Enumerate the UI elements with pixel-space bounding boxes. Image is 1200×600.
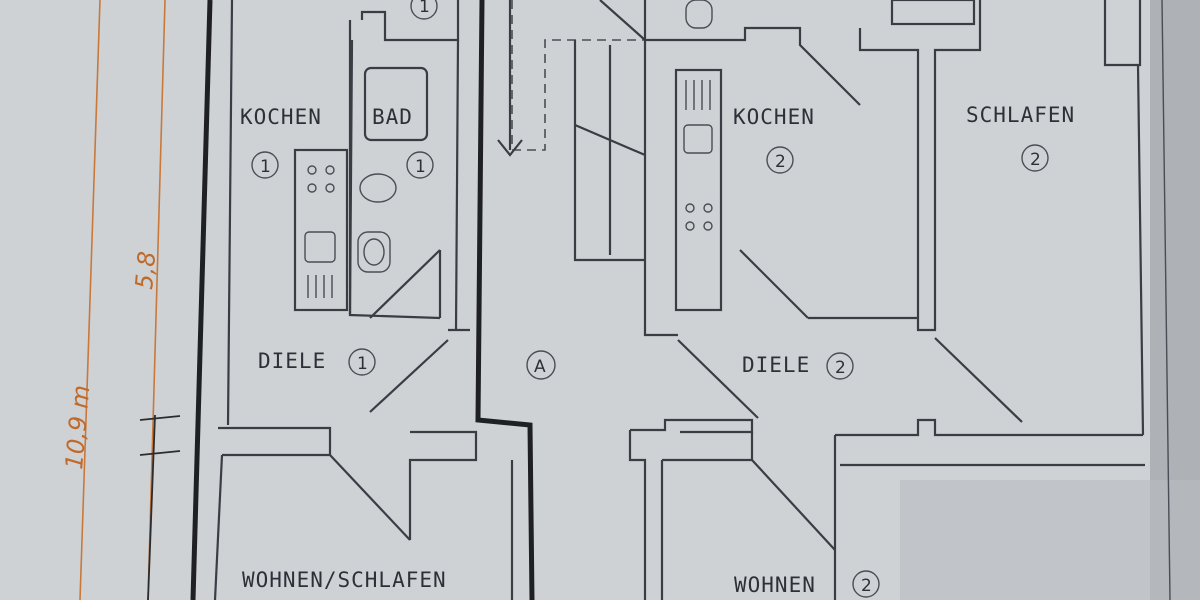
kitchen2-door-leaf [739,249,809,319]
room-number-kochen2: 2 [775,152,786,172]
room-number-circle-kochen2 [766,146,794,174]
wohnen-door-swing [329,454,411,541]
wall-left-inner [226,0,234,426]
bathtub-icon [363,66,429,142]
stair-wall [475,0,535,600]
room-label-wohnen-schlafen: WOHNEN/SCHLAFEN [242,568,447,592]
kitchen1-sink [304,231,336,263]
paper-shadow-bottom [900,480,1200,600]
kitchen1-counter [293,148,349,312]
diele2-door-left [677,339,759,419]
wohnen-left-wall [213,454,224,600]
dimension-line-overall [79,0,101,600]
room-number-circle-diele2 [826,352,854,380]
sink-basin-icon [363,238,385,266]
room-number-wohnen2: 2 [861,576,872,596]
room-label-bad1: BAD [372,105,413,129]
bath-left-wall [348,39,354,316]
dimension-tick-1 [139,415,181,421]
room-label-diele1: DIELE [258,349,326,373]
room-number-circle-kochen1 [251,151,279,179]
kitchen2-burners-icon [685,203,713,231]
schlafen-right-wall [1103,0,1142,67]
room-number-schlafen2: 2 [1030,150,1041,170]
room-number-diele2: 2 [835,358,846,378]
kitchen2-left-wall [643,0,678,337]
dimension-tick-2 [139,450,181,456]
bath-door-leaf [369,249,441,319]
schlafen-outer-wall [1136,64,1145,436]
diele2-door-right [934,337,1023,423]
stair-top-wall [599,0,646,41]
wall-wohnen2-right [835,418,1143,437]
room-number-bad1: 1 [415,157,426,177]
room-number-circle-schlafen2 [1021,144,1049,172]
dimension-line-partial [147,0,166,600]
room-number-circle-bad1 [406,151,434,179]
kitchen2-right-wall [858,0,982,332]
room-number-diele1: 1 [357,354,368,374]
stair-arrowhead [497,139,523,157]
room-label-kochen1: KOCHEN [240,105,322,129]
sink-icon [357,231,391,273]
stair-dashed-outline [511,0,645,151]
wohnen2-door-swing [751,459,836,551]
kitchen1-grill-icon [307,275,333,298]
room-number-circle-diele1 [348,348,376,376]
room-label-schlafen2: SCHLAFEN [966,103,1075,127]
kitchen1-burners-icon [307,165,335,193]
room-label-wohnen2: WOHNEN [734,573,816,597]
top-fixture [890,0,976,26]
diele1-door-leaf [369,339,449,413]
room-number-circle-wohnen2 [852,570,880,598]
outer-wall-left [190,0,213,600]
room-label-kochen2: KOCHEN [733,105,815,129]
room-number-kochen1: 1 [260,157,271,177]
top-marker-number: 1 [419,0,430,17]
wall-wohnen-right [408,430,478,540]
kitchen2-counter [674,68,723,312]
wohnen2-left-wall [628,430,647,600]
stair-flight [573,40,645,262]
top-marker-circle [410,0,438,20]
bath-right-wall [454,39,460,331]
wall-wohnen-left [218,426,332,457]
kitchen2-toilet-icon [685,0,713,29]
kitchen2-top-wall [645,26,861,106]
bath-wall [360,0,460,42]
toilet-icon [359,173,397,203]
kitchen2-grill-icon [685,80,711,110]
stair-label-circle [526,350,556,380]
kitchen2-sink [683,124,713,154]
outer-wall-right [1161,0,1171,600]
wall-wohnen2-top [630,418,754,434]
stair-label: A [534,357,546,377]
dimension-arrow-shaft [147,414,156,600]
room-label-diele2: DIELE [742,353,810,377]
dimension-partial-text: 5,8 [130,250,161,290]
